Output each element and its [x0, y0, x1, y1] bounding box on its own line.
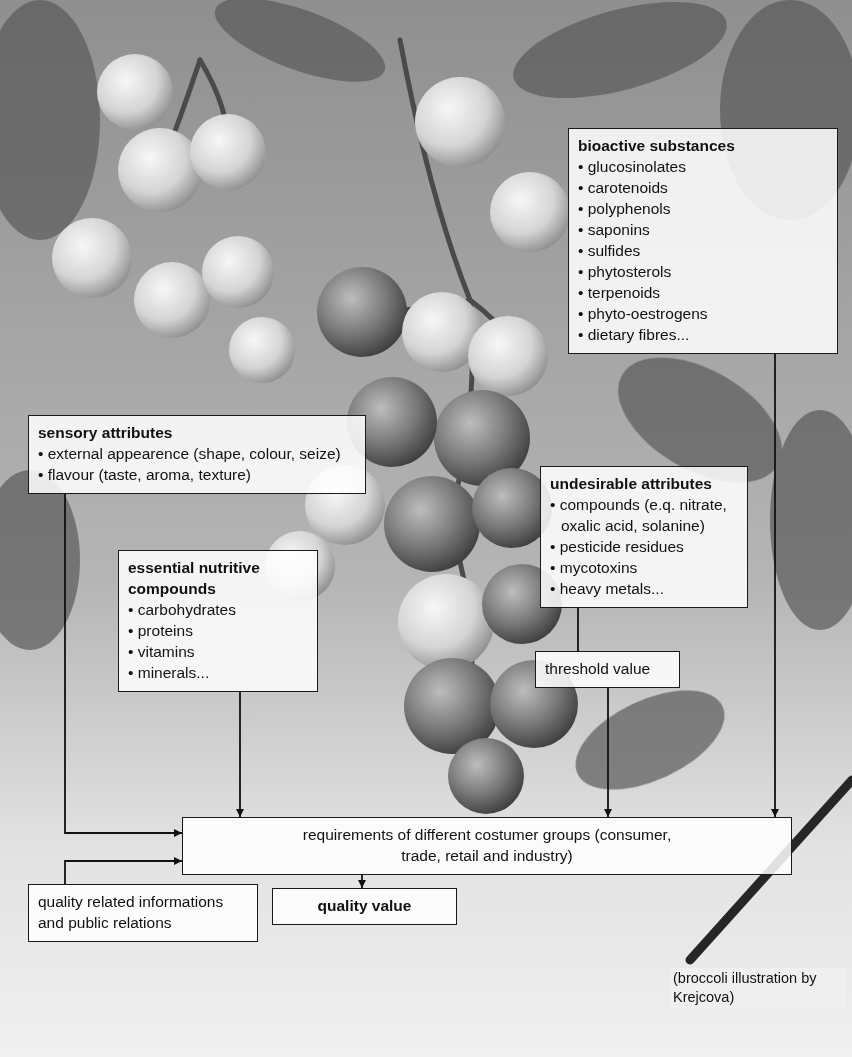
- connector-arrow: [65, 861, 182, 884]
- connector-arrow: [239, 692, 241, 817]
- bullet-item: • external appearence (shape, colour, se…: [38, 443, 356, 464]
- bullet-item: • phyto-oestrogens: [578, 303, 828, 324]
- bullet-item: • glucosinolates: [578, 156, 828, 177]
- text-box: quality related informations and public …: [28, 884, 258, 942]
- bullet-item: • pesticide residues: [550, 536, 738, 557]
- connector-arrow: [607, 688, 609, 817]
- box-heading: undesirable attributes: [550, 473, 738, 494]
- box-text: quality related informations and public …: [38, 891, 248, 933]
- credit-note: (broccoli illustration by Krejcova): [670, 968, 846, 1008]
- bullet-item: • flavour (taste, aroma, texture): [38, 464, 356, 485]
- bullet-item: • proteins: [128, 620, 308, 641]
- bullet-item: • minerals...: [128, 662, 308, 683]
- bullet-item: • vitamins: [128, 641, 308, 662]
- box-text: requirements of different costumer group…: [297, 824, 677, 866]
- list-box: sensory attributes• external appearence …: [28, 415, 366, 494]
- text-box: requirements of different costumer group…: [182, 817, 792, 875]
- bullet-item: • polyphenols: [578, 198, 828, 219]
- text-box: quality value: [272, 888, 457, 925]
- bullet-item: • compounds (e.q. nitrate, oxalic acid, …: [550, 494, 738, 536]
- connector-arrow: [774, 354, 776, 817]
- bullet-item: • phytosterols: [578, 261, 828, 282]
- bullet-item: • saponins: [578, 219, 828, 240]
- text-box: threshold value: [535, 651, 680, 688]
- connector-arrow: [577, 608, 579, 651]
- bullet-item: • heavy metals...: [550, 578, 738, 599]
- list-box: bioactive substances• glucosinolates• ca…: [568, 128, 838, 354]
- box-heading: sensory attributes: [38, 422, 356, 443]
- box-text: threshold value: [545, 658, 670, 679]
- connector-arrow: [361, 875, 363, 888]
- bullet-item: • dietary fibres...: [578, 324, 828, 345]
- box-text: quality value: [282, 895, 447, 916]
- list-box: essential nutritive compounds• carbohydr…: [118, 550, 318, 692]
- bullet-item: • mycotoxins: [550, 557, 738, 578]
- stems: [160, 40, 852, 960]
- list-box: undesirable attributes• compounds (e.q. …: [540, 466, 748, 608]
- bullet-item: • carbohydrates: [128, 599, 308, 620]
- box-heading: bioactive substances: [578, 135, 828, 156]
- box-heading: essential nutritive compounds: [128, 557, 308, 599]
- bullet-item: • carotenoids: [578, 177, 828, 198]
- bullet-item: • sulfides: [578, 240, 828, 261]
- leaves: [0, 0, 852, 810]
- bullet-item: • terpenoids: [578, 282, 828, 303]
